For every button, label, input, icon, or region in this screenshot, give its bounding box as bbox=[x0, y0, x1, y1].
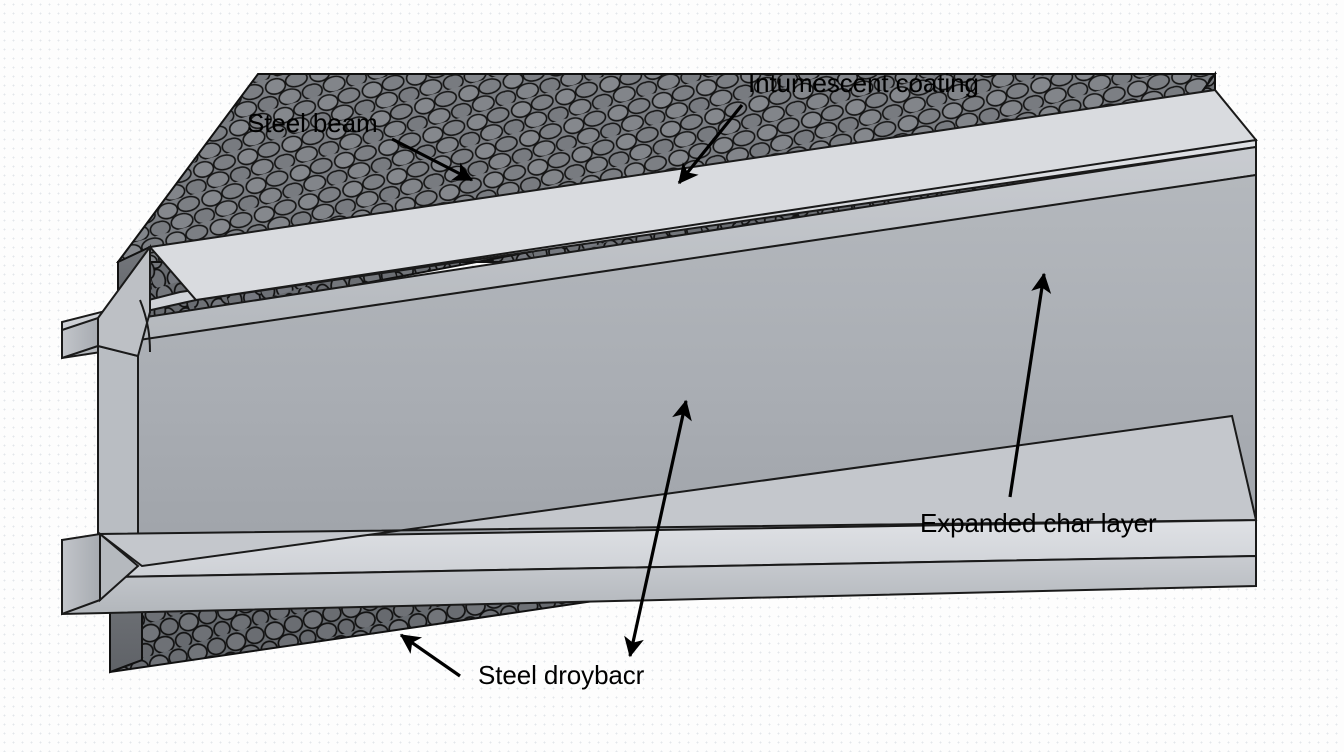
arrow-intumescent-coating bbox=[677, 103, 744, 185]
label-steel-beam: Steel beam bbox=[247, 108, 378, 138]
arrow-steel-drovbacr bbox=[399, 633, 461, 678]
web-bottom-fillet-section bbox=[99, 531, 140, 603]
label-intumescent-coating: Intumescent coating bbox=[748, 68, 979, 98]
top-flange-back-plane bbox=[148, 88, 1258, 302]
bottom-flange-near-endcap bbox=[61, 532, 101, 616]
label-steel-drovbacr: Steel droybacr bbox=[478, 660, 645, 690]
fillet-curve-top bbox=[139, 299, 151, 353]
web-top-fillet-section bbox=[97, 243, 151, 358]
steel-beam-body bbox=[61, 88, 1258, 616]
arrow-web-double bbox=[624, 399, 692, 658]
arrow-steel-beam bbox=[391, 137, 474, 182]
annotation-arrows bbox=[391, 103, 1052, 678]
bottom-flange-back-plane bbox=[97, 414, 1258, 568]
label-expanded-char-layer: Expanded char layer bbox=[920, 508, 1157, 538]
arrow-expanded-char-layer bbox=[1008, 272, 1052, 498]
